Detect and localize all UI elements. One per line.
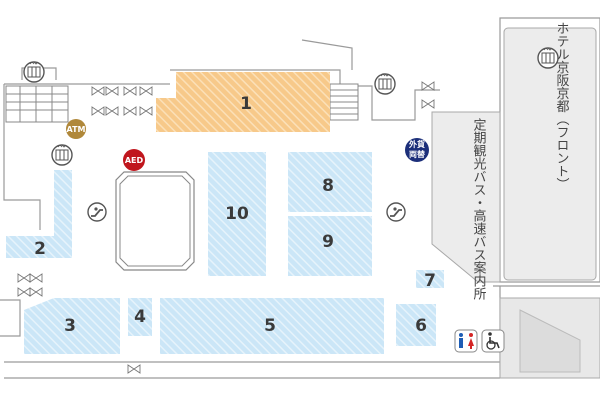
store-6-number: 6 (415, 316, 427, 336)
store-9[interactable]: 9 (288, 216, 372, 276)
svg-text:ATM: ATM (67, 125, 86, 134)
store-3-number: 3 (64, 316, 76, 336)
store-2[interactable]: 2 (6, 170, 72, 259)
currency-exchange-badge[interactable]: 外貨 両替 (405, 138, 429, 162)
svg-text:定期観光バス・高速バス案内所: 定期観光バス・高速バス案内所 (471, 118, 487, 300)
store-10[interactable]: 10 (208, 152, 266, 276)
store-3[interactable]: 3 (24, 298, 120, 354)
stairs-left (5, 85, 69, 123)
wheelchair-icon (481, 329, 505, 353)
bus-info-area (431, 111, 501, 283)
store-1[interactable]: 1 (156, 72, 330, 132)
hotel-front-label: ホテル京阪京都（フロント） (554, 22, 570, 191)
store-5[interactable]: 5 (160, 298, 384, 354)
atrium (115, 171, 195, 271)
hotel-front-area (503, 27, 597, 281)
atm-badge[interactable]: ATM (66, 119, 86, 139)
stairs-right (329, 83, 359, 121)
store-4-number: 4 (134, 307, 146, 327)
store-1-number: 1 (240, 94, 252, 114)
store-5-number: 5 (264, 316, 276, 336)
restroom-icon (454, 329, 478, 353)
svg-text:ホテル京阪京都（フロント）: ホテル京阪京都（フロント） (554, 22, 570, 191)
svg-text:両替: 両替 (409, 149, 425, 159)
svg-text:AED: AED (125, 156, 144, 165)
store-10-number: 10 (225, 204, 249, 224)
store-7[interactable]: 7 (416, 270, 444, 291)
store-8-number: 8 (322, 176, 334, 196)
store-7-number: 7 (424, 271, 436, 291)
svg-text:外貨: 外貨 (409, 139, 425, 149)
bus-info-label: 定期観光バス・高速バス案内所 (471, 118, 487, 300)
store-2-number: 2 (34, 239, 46, 259)
store-4[interactable]: 4 (128, 298, 152, 336)
store-8[interactable]: 8 (288, 152, 372, 212)
store-9-number: 9 (322, 232, 334, 252)
aed-badge[interactable]: AED (123, 149, 145, 171)
store-6[interactable]: 6 (396, 304, 436, 346)
